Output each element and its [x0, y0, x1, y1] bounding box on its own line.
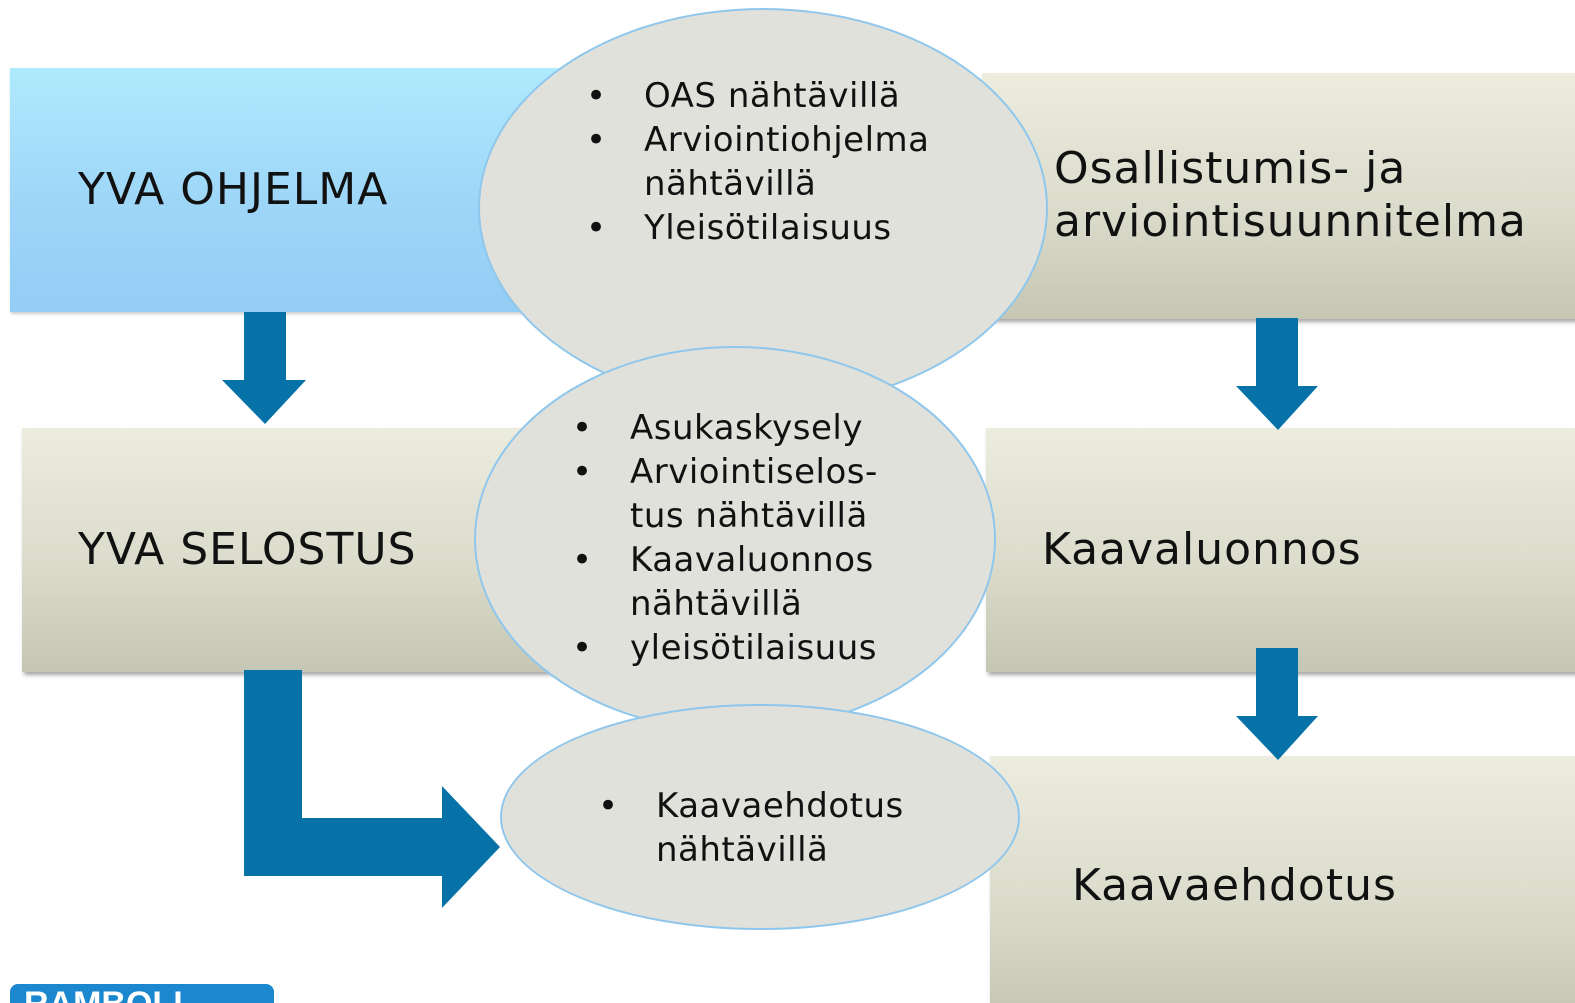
- list-item-text-cont: nähtävillä: [656, 830, 829, 870]
- oas-label: Osallistumis- ja arviointisuunnitelma: [1054, 143, 1527, 249]
- list-item-text: Yleisötilaisuus: [644, 208, 892, 248]
- ramboll-logo: RAMBOLL: [10, 984, 274, 1003]
- list-item: Yleisötilaisuus: [586, 206, 930, 250]
- oas-box: Osallistumis- ja arviointisuunnitelma: [982, 73, 1575, 319]
- yva-ohjelma-label: YVA OHJELMA: [78, 163, 389, 215]
- list-item: yleisötilaisuus: [572, 626, 878, 670]
- arrow-down-right-top: [1236, 318, 1318, 430]
- list-item-text: Arviointiohjelma: [644, 120, 930, 160]
- list-item-text: Kaavaluonnos: [630, 540, 874, 580]
- list-item-text-cont: nähtävillä: [630, 584, 803, 624]
- list-item-text: OAS nähtävillä: [644, 76, 901, 116]
- participation-list-top: OAS nähtävillä Arviointiohjelmanähtävill…: [586, 74, 930, 250]
- list-item-text: Kaavaehdotus: [656, 786, 904, 826]
- oas-label-line1: Osallistumis- ja: [1054, 143, 1407, 195]
- kaavaluonnos-label: Kaavaluonnos: [1042, 523, 1362, 575]
- participation-list-middle: Asukaskysely Arviointiselos-tus nähtävil…: [572, 406, 878, 670]
- list-item-text: Arviointiselos-: [630, 452, 878, 492]
- list-item-text-cont: nähtävillä: [644, 164, 817, 204]
- list-item: Arviointiselos-tus nähtävillä: [572, 450, 878, 538]
- arrow-bent-to-kaavaehdotus: [244, 670, 500, 908]
- kaavaehdotus-label: Kaavaehdotus: [1072, 859, 1397, 911]
- list-item-text-cont: tus nähtävillä: [630, 496, 868, 536]
- arrow-down-left: [222, 312, 306, 424]
- yva-selostus-label: YVA SELOSTUS: [78, 523, 417, 575]
- arrow-down-right-bottom: [1236, 648, 1318, 760]
- oas-label-line2: arviointisuunnitelma: [1054, 196, 1527, 247]
- kaavaluonnos-box: Kaavaluonnos: [986, 428, 1575, 672]
- list-item: Asukaskysely: [572, 406, 878, 450]
- list-item-text: yleisötilaisuus: [630, 628, 877, 668]
- list-item-text: Asukaskysely: [630, 408, 863, 448]
- list-item: OAS nähtävillä: [586, 74, 930, 118]
- kaavaehdotus-box: Kaavaehdotus: [990, 756, 1575, 1003]
